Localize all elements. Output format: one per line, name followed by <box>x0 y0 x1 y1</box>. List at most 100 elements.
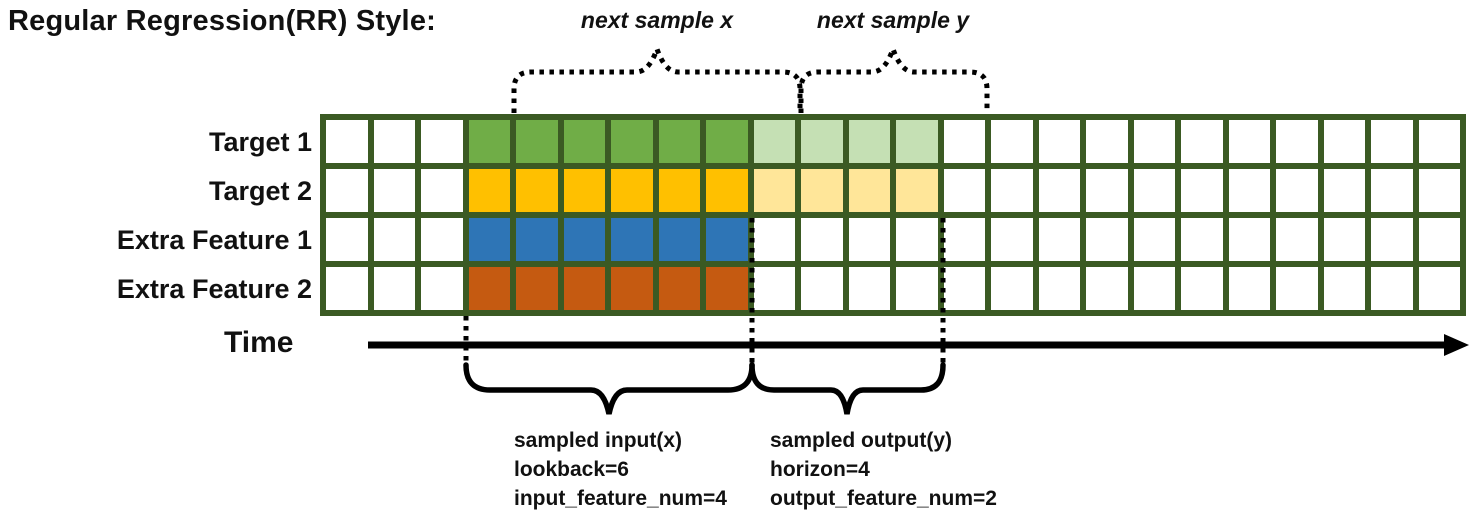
grid-cell <box>468 267 510 310</box>
lookback-value: lookback=6 <box>514 458 629 481</box>
grid-cell <box>611 120 653 163</box>
grid-cell <box>1086 218 1128 261</box>
grid-cell <box>801 120 843 163</box>
grid-cell <box>326 169 368 212</box>
grid-cell <box>1133 169 1175 212</box>
row-label-target-1: Target 1 <box>208 126 312 157</box>
sampled-input-annotation: sampled input(x) lookback=6 input_featur… <box>514 426 727 513</box>
grid-cell <box>326 120 368 163</box>
grid-cell <box>326 218 368 261</box>
grid-cell <box>943 120 985 163</box>
grid-cell <box>991 218 1033 261</box>
grid-cell <box>658 169 700 212</box>
grid-cell <box>563 218 605 261</box>
grid-cell <box>1371 218 1413 261</box>
grid-cell <box>706 120 748 163</box>
grid-cell <box>468 169 510 212</box>
grid-cell <box>373 267 415 310</box>
grid-cell <box>373 120 415 163</box>
grid-cell <box>1133 120 1175 163</box>
grid-cell <box>1276 218 1318 261</box>
grid-cell <box>421 267 463 310</box>
grid-cell <box>943 267 985 310</box>
row-label-extra-feature-2: Extra Feature 2 <box>116 273 312 304</box>
grid-cell <box>896 169 938 212</box>
grid-cell <box>848 169 890 212</box>
grid-cell <box>373 218 415 261</box>
grid-cell <box>1181 120 1223 163</box>
sampled-input-brace-icon <box>463 362 755 415</box>
grid-cell <box>943 169 985 212</box>
grid-cell <box>1181 169 1223 212</box>
grid-cell <box>658 120 700 163</box>
row-labels: Target 1 Target 2 Extra Feature 1 Extra Fea… <box>0 0 312 330</box>
grid-cell <box>1418 218 1460 261</box>
grid-cell <box>1323 169 1365 212</box>
time-arrowhead-icon <box>1444 334 1469 356</box>
grid-cell <box>1133 218 1175 261</box>
grid-cell <box>468 218 510 261</box>
grid-cell <box>1371 169 1413 212</box>
grid-cell <box>563 169 605 212</box>
sampled-output-brace-icon <box>749 362 946 415</box>
grid-cell <box>848 218 890 261</box>
grid-cell <box>326 267 368 310</box>
grid-cell <box>1133 267 1175 310</box>
grid-cell <box>1323 267 1365 310</box>
grid-cell <box>991 267 1033 310</box>
next-sample-y-label: next sample y <box>816 7 970 33</box>
grid-cell <box>611 267 653 310</box>
grid-cell <box>801 169 843 212</box>
grid-cell <box>1038 169 1080 212</box>
grid-cell <box>1228 267 1270 310</box>
output-feature-num: output_feature_num=2 <box>770 487 997 510</box>
grid-cell <box>1418 267 1460 310</box>
grid-cell <box>1181 267 1223 310</box>
time-axis-label: Time <box>224 326 294 359</box>
grid-cell <box>753 169 795 212</box>
grid-cell <box>658 267 700 310</box>
next-sample-x-brace-icon <box>511 41 803 113</box>
sampled-output-annotation: sampled output(y) horizon=4 output_featu… <box>770 426 997 513</box>
grid-cell <box>1181 218 1223 261</box>
grid-cell <box>1228 120 1270 163</box>
grid-cell <box>516 120 558 163</box>
grid-cell <box>563 120 605 163</box>
row-label-target-2: Target 2 <box>208 175 312 206</box>
grid-cell <box>706 169 748 212</box>
grid-cell <box>1228 218 1270 261</box>
grid-cell <box>1038 267 1080 310</box>
grid-cell <box>896 218 938 261</box>
grid-cell <box>991 120 1033 163</box>
grid-cell <box>848 267 890 310</box>
grid-cell <box>611 218 653 261</box>
grid-cell <box>896 267 938 310</box>
grid-cell <box>1086 169 1128 212</box>
sampled-output-title: sampled output(y) <box>770 429 952 452</box>
grid-cell <box>1418 120 1460 163</box>
grid-cell <box>1086 120 1128 163</box>
timeseries-grid <box>320 114 1466 316</box>
row-label-extra-feature-1: Extra Feature 1 <box>116 224 312 255</box>
grid-cell <box>991 169 1033 212</box>
grid-cell <box>1086 267 1128 310</box>
grid-cell <box>658 218 700 261</box>
page-title: Regular Regression(RR) Style: <box>8 5 436 37</box>
grid-cell <box>516 267 558 310</box>
input-feature-num: input_feature_num=4 <box>514 487 727 510</box>
grid-cell <box>516 169 558 212</box>
grid-cell <box>801 218 843 261</box>
grid-cell <box>421 120 463 163</box>
grid-cell <box>1038 120 1080 163</box>
grid-cell <box>943 218 985 261</box>
grid-cell <box>1276 267 1318 310</box>
grid-cell <box>706 267 748 310</box>
grid-cell <box>1038 218 1080 261</box>
grid-cell <box>373 169 415 212</box>
grid-cell <box>1323 218 1365 261</box>
grid-cell <box>896 120 938 163</box>
grid-cell <box>1276 169 1318 212</box>
grid-cell <box>611 169 653 212</box>
grid-cell <box>1371 120 1413 163</box>
